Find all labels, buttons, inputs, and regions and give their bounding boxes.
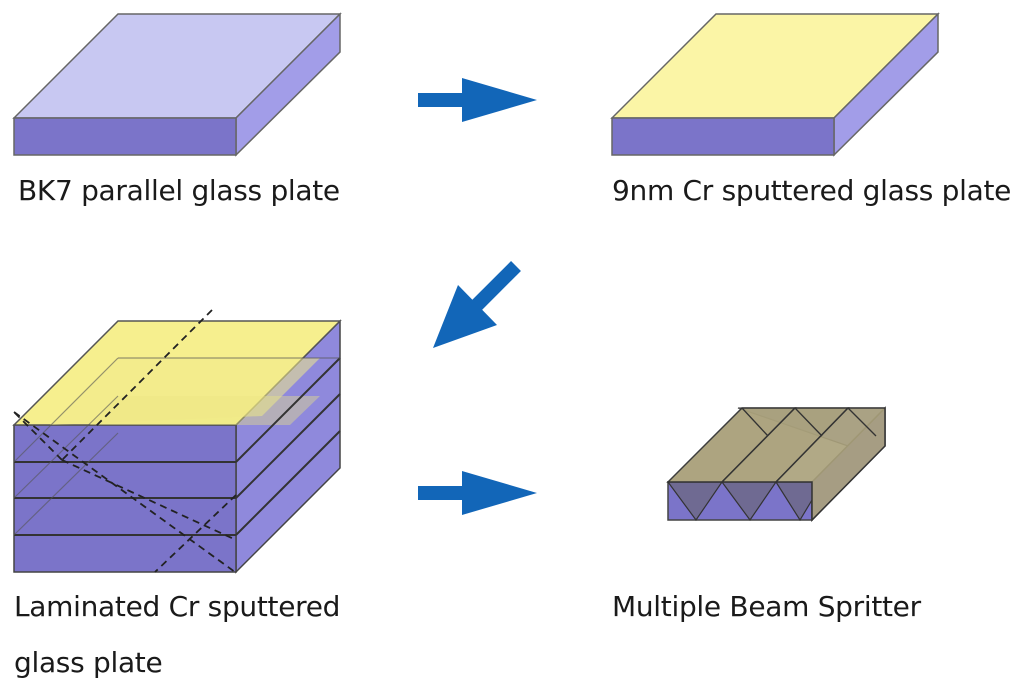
cr-sputtered-glass-plate (610, 12, 940, 157)
label-laminated-line1: Laminated Cr sputtered (14, 590, 341, 623)
laminated-glass-stack (12, 309, 342, 574)
right-arrow-icon (418, 78, 537, 122)
label-bk7-glass-plate: BK7 parallel glass plate (18, 174, 340, 207)
bk7-glass-plate (12, 12, 342, 157)
label-cr-sputtered-glass-plate: 9nm Cr sputtered glass plate (612, 174, 1012, 207)
label-laminated-line2: glass plate (14, 646, 163, 679)
down-left-arrow-icon (433, 261, 521, 348)
right-arrow-icon (418, 471, 537, 515)
multiple-beam-splitter (666, 406, 886, 522)
label-multiple-beam-splitter: Multiple Beam Spritter (612, 590, 921, 623)
